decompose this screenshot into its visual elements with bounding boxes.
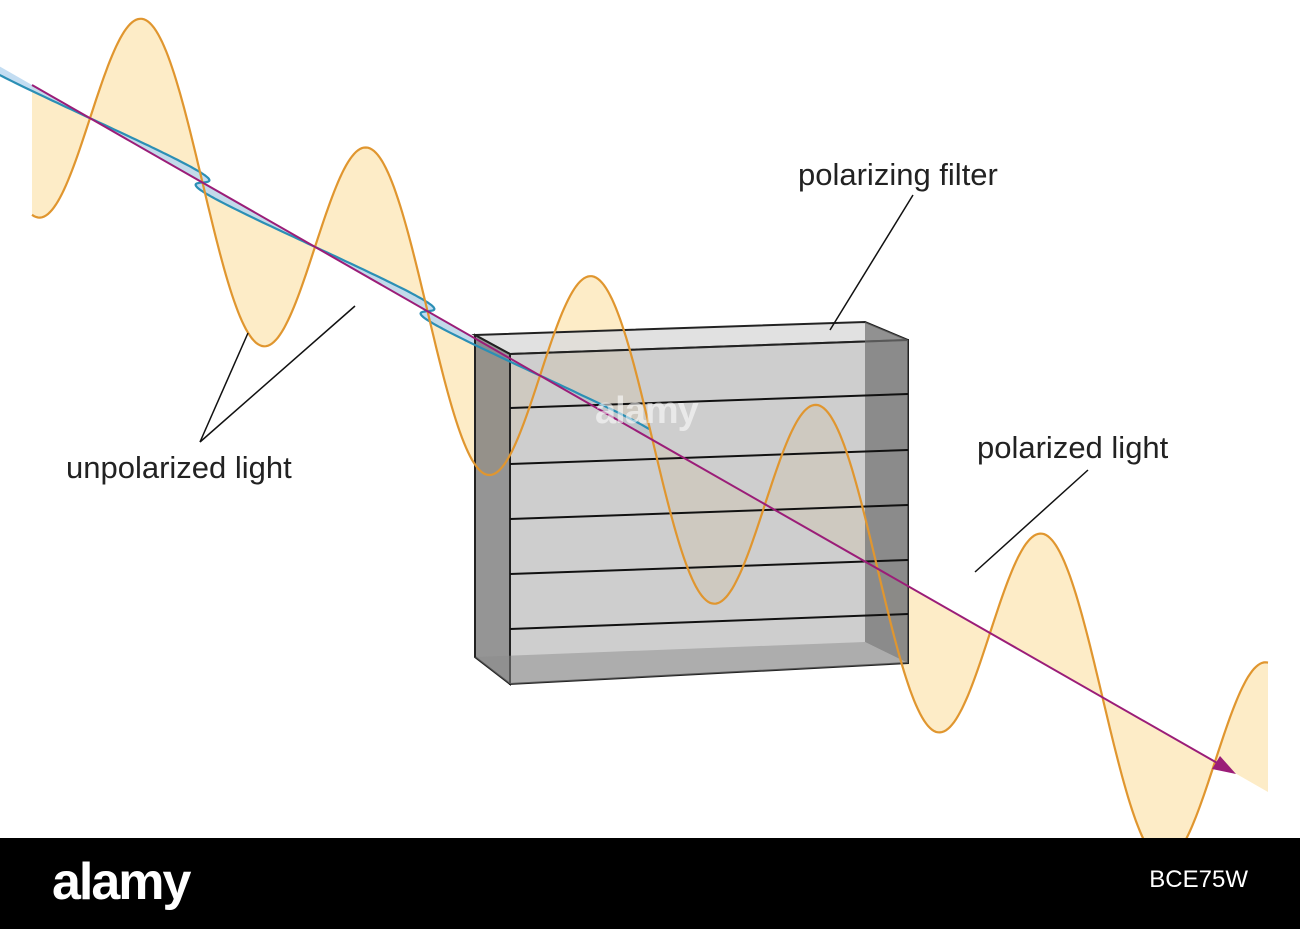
filter-left-face <box>474 333 511 687</box>
filter-slit <box>509 393 909 409</box>
filter-slit <box>509 449 909 465</box>
filter-slit <box>509 613 909 630</box>
leader-line <box>199 332 249 443</box>
unpolarized-light-label: unpolarized light <box>66 450 292 485</box>
polarizing-filter-label: polarizing filter <box>798 157 998 192</box>
polarizing-filter <box>471 320 909 687</box>
footer-bar: alamy BCE75W <box>0 838 1300 929</box>
alamy-logo: alamy <box>52 853 191 911</box>
leader-line <box>829 194 914 331</box>
leader-line <box>974 469 1089 573</box>
image-code: BCE75W <box>1149 866 1248 893</box>
leader-line <box>199 305 356 443</box>
filter-slit <box>509 559 909 575</box>
axis-arrowhead <box>1212 756 1236 774</box>
filter-right-inner <box>865 322 908 663</box>
vertical-wave-line <box>31 17 1269 838</box>
polarization-diagram: unpolarized light polarizing filter pola… <box>0 17 1269 838</box>
watermark: alamy <box>595 390 699 432</box>
filter-bottom-inner <box>475 642 908 684</box>
propagation-axis <box>31 84 1227 769</box>
vertical-wave-fill <box>32 18 1268 838</box>
filter-slit <box>509 504 909 520</box>
polarized-light-label: polarized light <box>977 430 1169 465</box>
